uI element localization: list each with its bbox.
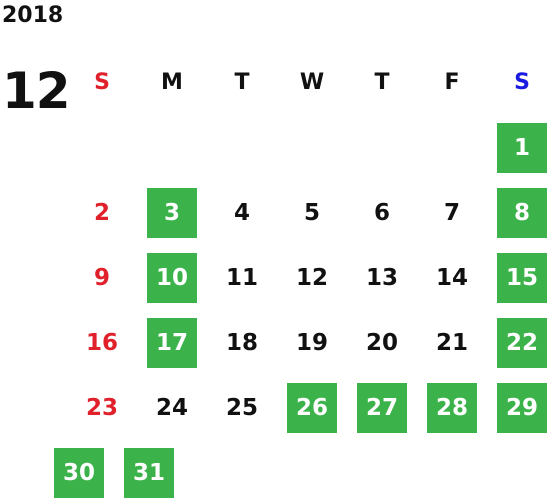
week-row: 1 <box>67 123 548 173</box>
empty-day-cell <box>77 123 127 173</box>
day-cell[interactable]: 13 <box>365 264 398 291</box>
day-cell[interactable]: 8 <box>497 188 547 238</box>
weekday-tuesday: T <box>234 70 250 95</box>
empty-day-cell <box>217 123 267 173</box>
day-cell[interactable]: 2 <box>93 199 110 226</box>
day-cell[interactable]: 26 <box>287 383 337 433</box>
week-row: 16 17 18 19 20 21 22 <box>67 318 548 368</box>
day-cell[interactable]: 9 <box>93 264 110 291</box>
weekday-header-row: S M T W T F S <box>67 58 548 108</box>
weekday-thursday: T <box>374 70 390 95</box>
calendar-month: 12 <box>2 62 71 120</box>
weekday-monday: M <box>161 70 183 95</box>
empty-day-cell <box>427 123 477 173</box>
day-cell[interactable]: 23 <box>85 394 118 421</box>
day-cell[interactable]: 1 <box>497 123 547 173</box>
day-cell[interactable]: 19 <box>295 329 328 356</box>
weekday-sunday: S <box>94 70 110 95</box>
day-cell[interactable]: 3 <box>147 188 197 238</box>
empty-day-cell <box>264 448 314 498</box>
day-cell[interactable]: 11 <box>225 264 258 291</box>
day-cell[interactable]: 4 <box>233 199 250 226</box>
day-cell[interactable]: 20 <box>365 329 398 356</box>
day-cell[interactable]: 25 <box>225 394 258 421</box>
day-cell[interactable]: 15 <box>497 253 547 303</box>
day-cell[interactable]: 14 <box>435 264 468 291</box>
day-cell[interactable]: 27 <box>357 383 407 433</box>
day-cell[interactable]: 24 <box>155 394 188 421</box>
day-cell[interactable]: 18 <box>225 329 258 356</box>
week-row: 2 3 4 5 6 7 8 <box>67 188 548 238</box>
empty-day-cell <box>474 448 524 498</box>
day-cell[interactable]: 28 <box>427 383 477 433</box>
day-cell[interactable]: 7 <box>443 199 460 226</box>
day-cell[interactable]: 22 <box>497 318 547 368</box>
day-cell[interactable]: 10 <box>147 253 197 303</box>
week-row: 30 31 <box>54 448 548 498</box>
weekday-wednesday: W <box>299 70 325 95</box>
empty-day-cell <box>287 123 337 173</box>
day-cell[interactable]: 31 <box>124 448 174 498</box>
day-cell[interactable]: 30 <box>54 448 104 498</box>
day-cell[interactable]: 12 <box>295 264 328 291</box>
day-cell[interactable]: 5 <box>303 199 320 226</box>
calendar-year: 2018 <box>2 3 64 28</box>
week-row: 23 24 25 26 27 28 29 <box>67 383 548 433</box>
day-cell[interactable]: 21 <box>435 329 468 356</box>
empty-day-cell <box>147 123 197 173</box>
weekday-friday: F <box>444 70 460 95</box>
day-cell[interactable]: 16 <box>85 329 118 356</box>
empty-day-cell <box>194 448 244 498</box>
empty-day-cell <box>404 448 454 498</box>
empty-day-cell <box>334 448 384 498</box>
day-cell[interactable]: 17 <box>147 318 197 368</box>
day-cell[interactable]: 29 <box>497 383 547 433</box>
day-cell[interactable]: 6 <box>373 199 390 226</box>
empty-day-cell <box>357 123 407 173</box>
weekday-saturday: S <box>514 70 530 95</box>
week-row: 9 10 11 12 13 14 15 <box>67 253 548 303</box>
